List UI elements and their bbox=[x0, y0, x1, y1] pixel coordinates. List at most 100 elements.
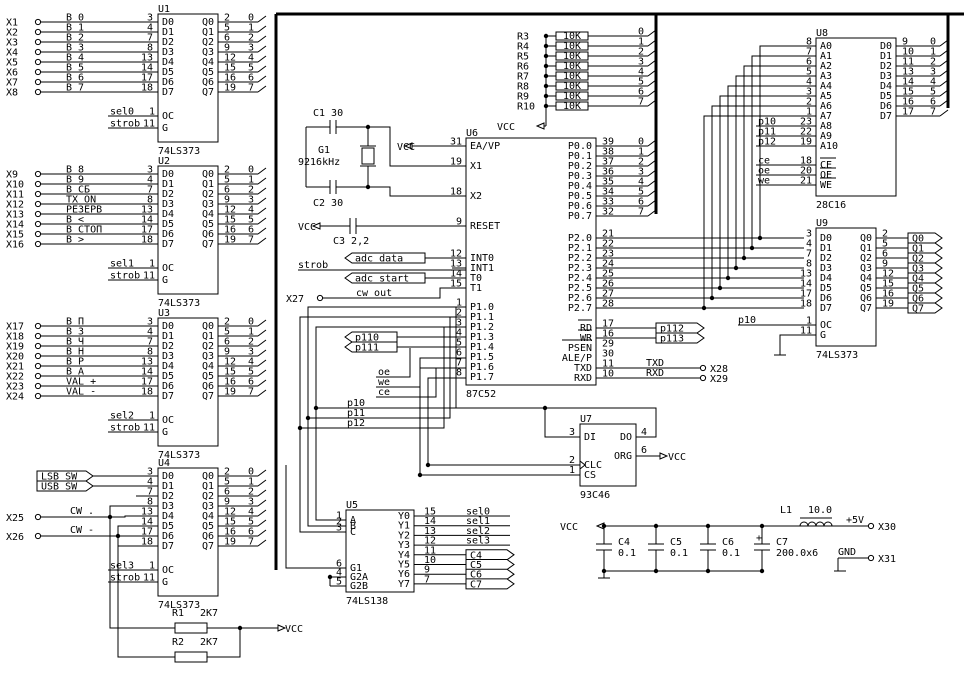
junction-dot bbox=[601, 523, 607, 529]
pin-name: D1 bbox=[162, 331, 174, 342]
pin-number: 15 bbox=[224, 63, 236, 74]
bus-index: 0 bbox=[638, 137, 644, 148]
connector-terminal bbox=[34, 190, 42, 198]
wire bbox=[257, 469, 267, 477]
pin-name: Q1 bbox=[202, 27, 214, 38]
pin-name: Q1 bbox=[202, 331, 214, 342]
pin-number: 4 bbox=[147, 175, 153, 186]
pin-number: 14 bbox=[424, 516, 436, 527]
wire bbox=[837, 558, 846, 572]
cap-value: 200.0x6 bbox=[776, 548, 818, 559]
inductor-ref: L1 bbox=[780, 505, 792, 516]
wire bbox=[939, 59, 949, 67]
pin-number: 15 bbox=[882, 279, 894, 290]
pin-number: 17 bbox=[602, 319, 614, 330]
net-label: p12 bbox=[758, 137, 776, 148]
pin-number: 6 bbox=[456, 348, 462, 359]
connector-label: X23 bbox=[6, 382, 24, 393]
wire bbox=[751, 55, 816, 248]
pin-name: G bbox=[820, 330, 826, 341]
pin-name: Q2 bbox=[202, 189, 214, 200]
pin-number: 14 bbox=[141, 63, 153, 74]
pin-number: 7 bbox=[424, 574, 430, 585]
pin-name: D2 bbox=[820, 253, 832, 264]
pin-number: 8 bbox=[806, 37, 812, 48]
pin-name: D3 bbox=[162, 47, 174, 58]
u1-type: 74LS373 bbox=[158, 146, 200, 157]
bus-index: 2 bbox=[638, 47, 644, 58]
pin-name: D0 bbox=[162, 17, 174, 28]
net-flag-q: Q2 bbox=[912, 254, 924, 265]
crystal-ref: G1 bbox=[318, 145, 330, 156]
pin-number: 11 bbox=[800, 326, 812, 337]
wire bbox=[647, 79, 657, 87]
pin-number: 32 bbox=[602, 207, 614, 218]
net-label: p10 bbox=[738, 315, 756, 326]
net-label: sel0 bbox=[110, 107, 134, 118]
connector-terminal bbox=[34, 372, 42, 380]
pin-name: Q7 bbox=[202, 541, 214, 552]
pin-number: 2 bbox=[882, 229, 888, 240]
signal-label: В 9 bbox=[66, 175, 84, 186]
pin-name: Q6 bbox=[860, 293, 872, 304]
pin-number: 4 bbox=[147, 327, 153, 338]
wire bbox=[647, 179, 657, 187]
bus-index: 1 bbox=[248, 175, 254, 186]
pin-number: 17 bbox=[800, 289, 812, 300]
pin-name: D7 bbox=[162, 239, 174, 250]
pin-name: D3 bbox=[880, 71, 892, 82]
pin-name: D5 bbox=[162, 219, 174, 230]
pin-name: P2.2 bbox=[568, 253, 592, 264]
pin-number: 24 bbox=[602, 259, 614, 270]
wire bbox=[939, 109, 949, 117]
net-flag bbox=[36, 470, 94, 482]
pin-name: D3 bbox=[820, 263, 832, 274]
pin-name: Q3 bbox=[860, 263, 872, 274]
pin-name: X2 bbox=[470, 191, 482, 202]
net-flag-p110: p110 bbox=[355, 333, 379, 344]
pin-number: 6 bbox=[336, 559, 342, 570]
connector-label: X12 bbox=[6, 200, 24, 211]
net-label: sel1 bbox=[110, 259, 134, 270]
resistor-ref: R5 bbox=[517, 52, 529, 63]
bus-index: 0 bbox=[248, 13, 254, 24]
resistor-value: 10K bbox=[563, 41, 581, 52]
net-flag bbox=[907, 282, 943, 294]
pin-name: D3 bbox=[162, 199, 174, 210]
wire bbox=[703, 115, 816, 308]
bus-index: 6 bbox=[248, 527, 254, 538]
pin-name: OC bbox=[162, 565, 174, 576]
pin-name: D2 bbox=[162, 189, 174, 200]
pin-number: 30 bbox=[602, 349, 614, 360]
pin-name: WE bbox=[820, 180, 832, 191]
resistor-value: 2K7 bbox=[200, 637, 218, 648]
pin-name: D4 bbox=[162, 361, 174, 372]
net-flag-q: Q4 bbox=[912, 274, 924, 285]
wire bbox=[545, 407, 657, 438]
bus-index: 2 bbox=[930, 57, 936, 68]
net-flag bbox=[465, 559, 515, 570]
wire bbox=[257, 379, 267, 387]
wire bbox=[257, 479, 267, 487]
pin-name: Q0 bbox=[202, 471, 214, 482]
net-flag-c: C7 bbox=[470, 579, 482, 590]
pin-name: D2 bbox=[162, 341, 174, 352]
junction-dot bbox=[701, 305, 707, 311]
pin-number: 9 bbox=[902, 37, 908, 48]
resistor-r1 bbox=[174, 622, 208, 634]
pin-name: Y4 bbox=[398, 550, 410, 561]
connector-terminal bbox=[867, 522, 875, 530]
net-label: oe bbox=[758, 166, 770, 177]
connector-terminal bbox=[34, 352, 42, 360]
wire bbox=[427, 377, 566, 466]
connector-terminal bbox=[34, 180, 42, 188]
wire bbox=[109, 505, 136, 517]
u8-type: 28C16 bbox=[816, 200, 846, 211]
connector-label: X2 bbox=[6, 28, 18, 39]
junction-dot bbox=[417, 472, 423, 478]
pin-number: 10 bbox=[424, 555, 436, 566]
net-label: CW - bbox=[70, 525, 94, 536]
pin-name: P0.4 bbox=[568, 181, 592, 192]
pin-number: 2 bbox=[224, 13, 230, 24]
wire bbox=[257, 177, 267, 185]
